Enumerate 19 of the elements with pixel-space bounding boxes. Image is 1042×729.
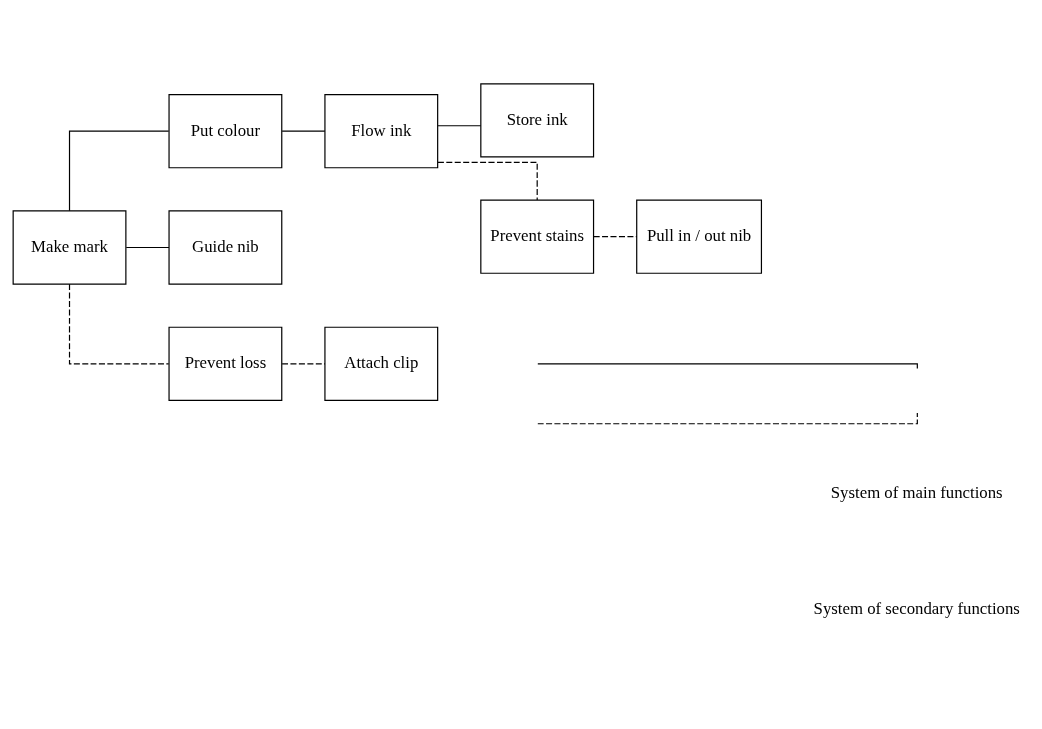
node-box: Attach clip: [324, 326, 439, 401]
node-box: Put colour: [168, 93, 283, 168]
connector: [125, 246, 170, 248]
legend-label: System of secondary functions: [813, 598, 1020, 618]
node-box: Prevent stains: [480, 199, 595, 274]
legend-label: System of main functions: [830, 482, 1003, 502]
connector: [68, 283, 170, 364]
connector: [68, 130, 170, 211]
connector: [281, 362, 326, 364]
node-box: Make mark: [12, 209, 127, 285]
node-box: Flow ink: [324, 93, 439, 168]
connector: [437, 161, 538, 201]
node-box: Guide nib: [168, 209, 283, 285]
connector: [281, 130, 326, 132]
node-box: Prevent loss: [168, 326, 283, 401]
connector: [437, 124, 482, 126]
connector: [593, 235, 638, 237]
node-box: Store ink: [480, 82, 595, 158]
node-box: Pull in / out nib: [636, 199, 763, 274]
